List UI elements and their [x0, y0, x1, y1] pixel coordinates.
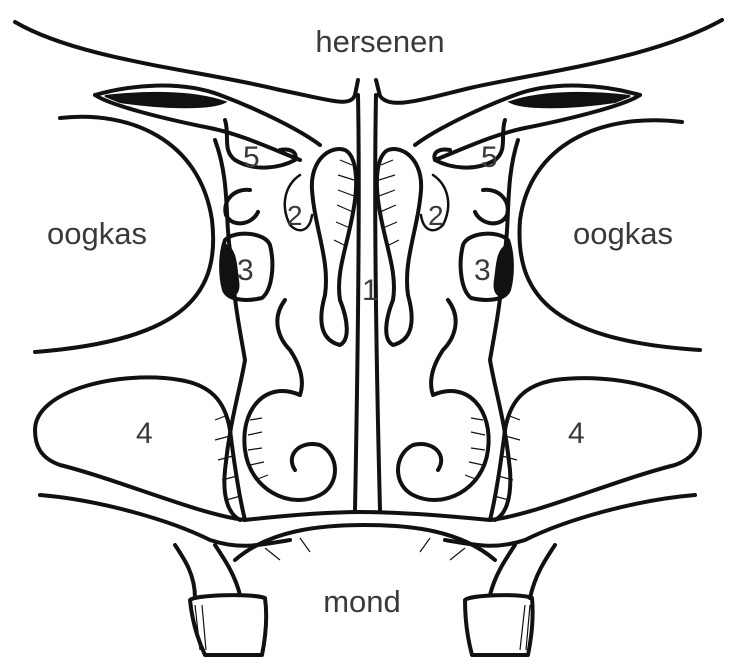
label-orbit-left: oogkas — [47, 216, 147, 251]
label-frontal-right: 5 — [481, 141, 498, 174]
right-inner-column — [431, 300, 456, 395]
left-upper-pocket — [225, 190, 258, 224]
label-sinus-small-right: 3 — [474, 254, 491, 287]
left-middle-turbinate-hatch — [334, 160, 354, 246]
right-middle-turbinate-hatch — [379, 160, 399, 246]
septum-left-edge — [355, 95, 359, 510]
label-ethmoid-left: 2 — [287, 200, 303, 231]
label-septum: 1 — [362, 274, 379, 307]
right-small-sinus-shade — [495, 245, 510, 296]
label-maxillary-right: 4 — [568, 417, 585, 450]
label-brain: hersenen — [315, 24, 444, 59]
label-mouth: mond — [323, 584, 401, 619]
right-inferior-turbinate — [398, 391, 489, 500]
label-maxillary-left: 4 — [136, 417, 153, 450]
nasal-floor — [245, 512, 490, 520]
label-sinus-small-left: 3 — [237, 254, 254, 287]
mouth-arch-hatch — [265, 538, 465, 560]
label-ethmoid-right: 2 — [428, 200, 444, 231]
left-inner-column — [277, 300, 302, 395]
right-tooth-neck — [490, 545, 555, 598]
label-frontal-left: 5 — [243, 141, 260, 174]
left-tooth — [190, 595, 266, 655]
right-upper-pocket — [475, 190, 508, 224]
left-inferior-turbinate — [244, 391, 335, 500]
left-tooth-neck — [175, 545, 240, 598]
label-orbit-right: oogkas — [573, 216, 673, 251]
